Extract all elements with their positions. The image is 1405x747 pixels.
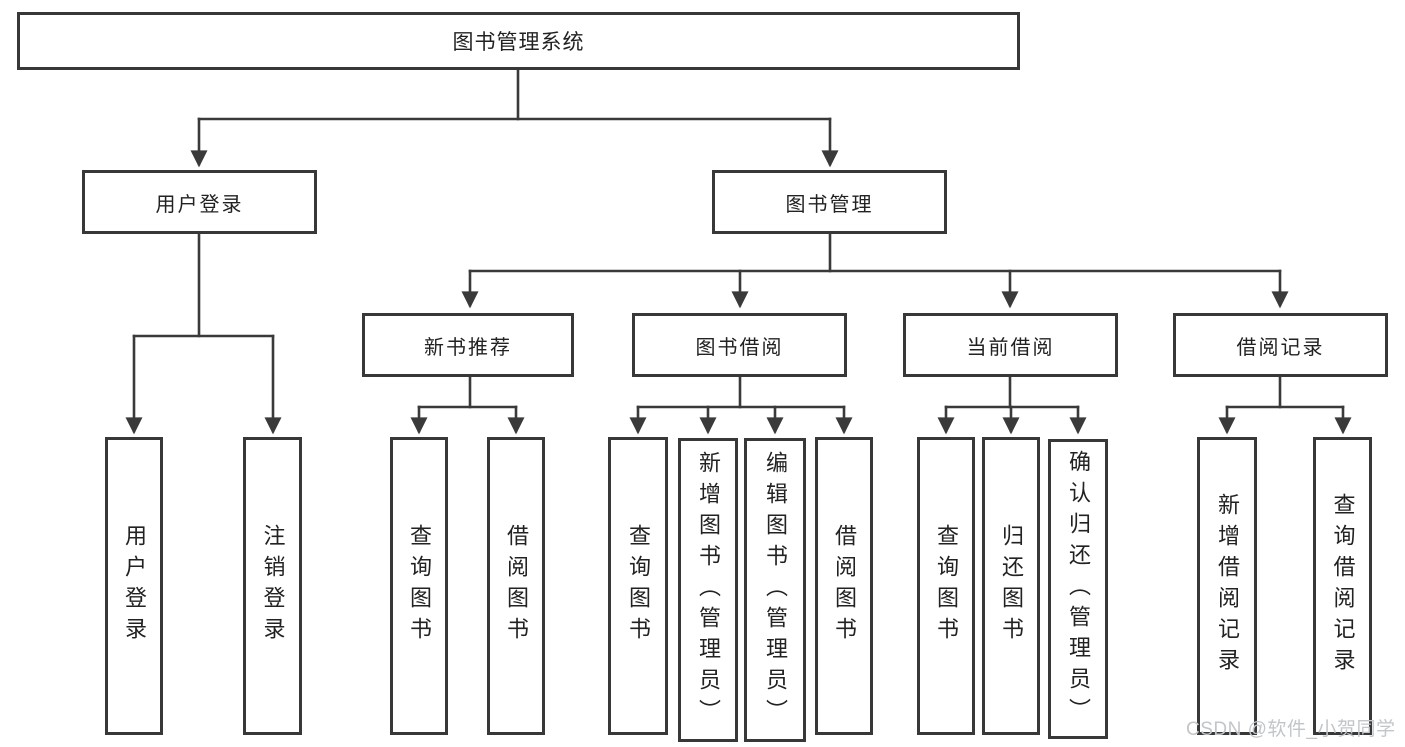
- leaf-add-book-admin: 新增图书（管理员）: [678, 438, 738, 742]
- leaf-borrow-books-borrowing: 借阅图书: [815, 437, 873, 735]
- leaf-confirm-return-admin-label: 确认归还（管理员）: [1066, 449, 1091, 729]
- node-book-management-label: 图书管理: [785, 193, 874, 216]
- leaf-query-books-current-label: 查询图书: [934, 524, 959, 648]
- leaf-user-login: 用户登录: [105, 437, 163, 735]
- leaf-edit-book-admin: 编辑图书（管理员）: [744, 438, 806, 742]
- node-new-book-recommendation: 新书推荐: [362, 313, 574, 377]
- leaf-query-books-borrowing-label: 查询图书: [626, 524, 651, 648]
- node-root: 图书管理系统: [17, 12, 1020, 70]
- leaf-add-borrow-record: 新增借阅记录: [1197, 437, 1257, 735]
- leaf-edit-book-admin-label: 编辑图书（管理员）: [763, 450, 788, 730]
- node-user-login: 用户登录: [82, 170, 317, 234]
- leaf-return-books: 归还图书: [982, 437, 1040, 735]
- node-book-management: 图书管理: [712, 170, 947, 234]
- node-new-book-recommendation-label: 新书推荐: [424, 336, 512, 359]
- watermark: CSDN @软件_小贺同学: [1186, 719, 1396, 740]
- leaf-query-books-current: 查询图书: [917, 437, 975, 735]
- leaf-user-login-label: 用户登录: [122, 524, 147, 648]
- leaf-logout-label: 注销登录: [260, 524, 286, 648]
- leaf-add-book-admin-label: 新增图书（管理员）: [696, 450, 721, 730]
- leaf-borrow-books-recommend: 借阅图书: [487, 437, 545, 735]
- leaf-confirm-return-admin: 确认归还（管理员）: [1048, 439, 1108, 739]
- node-book-borrowing: 图书借阅: [632, 313, 847, 377]
- node-root-label: 图书管理系统: [452, 31, 585, 54]
- leaf-logout: 注销登录: [243, 437, 302, 735]
- node-current-borrowing-label: 当前借阅: [966, 336, 1055, 359]
- leaf-return-books-label: 归还图书: [999, 524, 1024, 648]
- node-borrowing-records: 借阅记录: [1173, 313, 1388, 377]
- leaf-borrow-books-borrowing-label: 借阅图书: [832, 524, 857, 648]
- node-borrowing-records-label: 借阅记录: [1236, 336, 1325, 359]
- leaf-query-books-recommend-label: 查询图书: [407, 524, 432, 648]
- leaf-query-books-borrowing: 查询图书: [608, 437, 668, 735]
- leaf-borrow-books-recommend-label: 借阅图书: [504, 524, 529, 648]
- leaf-query-borrow-record-label: 查询借阅记录: [1330, 493, 1356, 679]
- node-user-login-label: 用户登录: [155, 193, 244, 216]
- leaf-query-borrow-record: 查询借阅记录: [1313, 437, 1372, 735]
- node-current-borrowing: 当前借阅: [903, 313, 1118, 377]
- leaf-query-books-recommend: 查询图书: [390, 437, 448, 735]
- node-book-borrowing-label: 图书借阅: [695, 336, 784, 359]
- leaf-add-borrow-record-label: 新增借阅记录: [1215, 493, 1240, 679]
